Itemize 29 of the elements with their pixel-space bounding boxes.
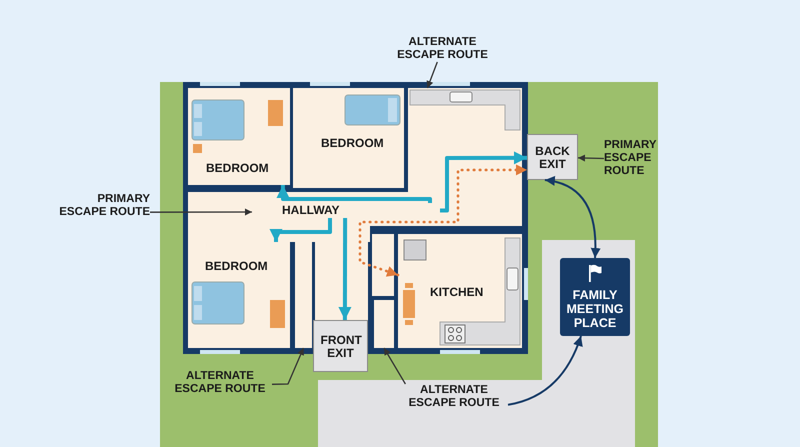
leader-line xyxy=(426,62,438,88)
exit-pad xyxy=(527,134,578,180)
closet xyxy=(295,242,312,348)
escape-route-arrow xyxy=(440,151,527,212)
arrow xyxy=(508,336,582,406)
leader-line xyxy=(578,154,604,162)
closet xyxy=(374,300,394,348)
room-label: KITCHEN xyxy=(430,286,484,299)
leader-line xyxy=(150,208,252,216)
exit-label: BACK EXIT xyxy=(534,145,571,171)
escape-route-arrow xyxy=(338,218,352,320)
exit-pad xyxy=(313,320,368,372)
callout-label: ALTERNATE ESCAPE ROUTE xyxy=(390,36,495,62)
sign-label: FAMILY MEETING PLACE xyxy=(566,288,624,330)
room-label: BEDROOM xyxy=(205,260,268,273)
arrow xyxy=(544,176,600,258)
escape-route-arrow xyxy=(270,218,332,242)
meeting-place-sign xyxy=(560,258,630,336)
callout-label: PRIMARY ESCAPE ROUTE xyxy=(604,139,664,178)
escape-route-arrow xyxy=(358,164,528,277)
callout-label: ALTERNATE ESCAPE ROUTE xyxy=(400,384,508,410)
leader-line xyxy=(272,348,304,385)
room-label: BEDROOM xyxy=(206,162,269,175)
room-label: BEDROOM xyxy=(321,137,384,150)
room-label: HALLWAY xyxy=(282,204,340,217)
exit-label: FRONT EXIT xyxy=(320,334,360,360)
callout-label: ALTERNATE ESCAPE ROUTE xyxy=(168,370,272,396)
escape-route-arrow xyxy=(276,184,432,203)
callout-label: PRIMARY ESCAPE ROUTE xyxy=(52,193,150,219)
